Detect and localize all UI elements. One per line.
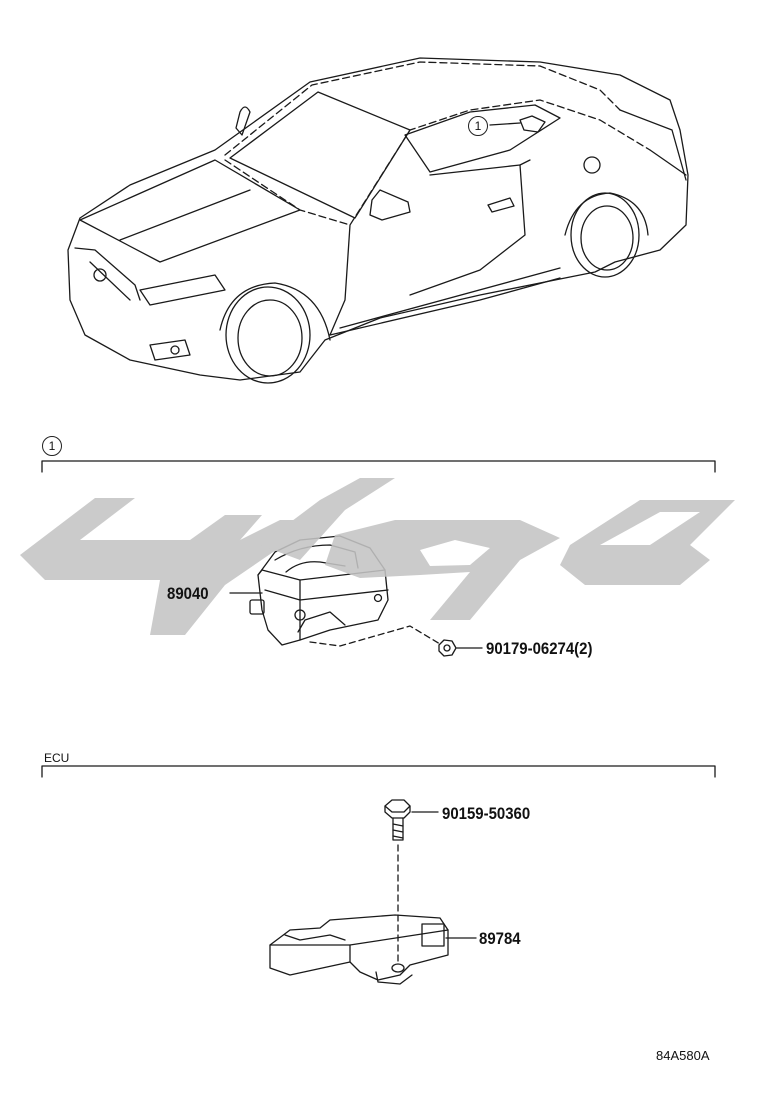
ecu-drawing <box>269 914 477 985</box>
callout-section-1: 1 <box>42 436 62 456</box>
part-label-90159-50360[interactable]: 90159-50360 <box>442 804 531 823</box>
part-label-89040[interactable]: 89040 <box>167 584 209 603</box>
nut-drawing <box>438 639 483 657</box>
bolt-drawing <box>384 799 439 966</box>
section2-bracket <box>41 765 716 778</box>
section-title-ecu: ECU <box>44 751 70 765</box>
callout-car-1: 1 <box>468 116 488 136</box>
section1-bracket <box>41 460 716 473</box>
car-illustration <box>67 57 689 384</box>
watermark-logo <box>20 478 735 635</box>
part-label-89784[interactable]: 89784 <box>479 929 521 948</box>
part-label-90179-06274[interactable]: 90179-06274(2) <box>486 639 593 658</box>
diagram-ref-code: 84A580A <box>656 1048 710 1063</box>
